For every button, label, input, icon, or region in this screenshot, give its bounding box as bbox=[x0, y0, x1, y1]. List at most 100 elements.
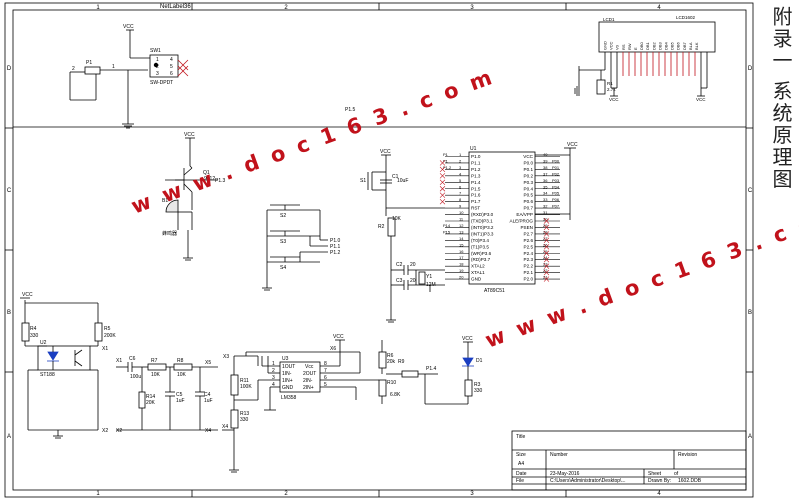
p1-ref: P1 bbox=[86, 60, 92, 66]
r8-value: 10K bbox=[177, 372, 187, 378]
u1-left-pin-num: 7 bbox=[459, 191, 462, 196]
u1-right-pin-label: PSEN bbox=[520, 225, 533, 230]
u1-right-pin-net: P06 bbox=[552, 197, 560, 202]
vcc-label-u1: VCC bbox=[567, 142, 578, 148]
u1-right-pin-label: P0.3 bbox=[524, 180, 534, 185]
col-label-4: 4 bbox=[657, 5, 661, 11]
buzzer-driver-block bbox=[165, 137, 218, 261]
u2-ref: U2 bbox=[40, 340, 47, 346]
net-x4-label-b: X4 bbox=[222, 424, 228, 430]
row-label-a: A bbox=[7, 434, 11, 440]
r3-value: 330 bbox=[474, 388, 483, 394]
u1-left-pin-label: P1.7 bbox=[471, 199, 481, 204]
u1-left-pin-net: P1 bbox=[443, 158, 449, 163]
u1-left-noconnect bbox=[439, 198, 446, 205]
s2-ref: S2 bbox=[280, 213, 286, 219]
u1-left-pin-label: (INT1)P3.3 bbox=[471, 231, 494, 236]
r1-value: 2.7k bbox=[607, 87, 616, 92]
sheet-border bbox=[4, 2, 754, 498]
u1-left-pin-num: 17 bbox=[459, 255, 464, 260]
u3-ref: U3 bbox=[282, 356, 289, 362]
u1-right-pin-label: P2.5 bbox=[524, 244, 534, 249]
sw1-pin-1: 1 bbox=[156, 57, 159, 63]
u1-right-pin-num: 33 bbox=[543, 197, 548, 202]
u1-left-pin-net: P15 bbox=[443, 229, 451, 234]
u1-left-noconnect bbox=[439, 173, 446, 179]
u1-ref: U1 bbox=[470, 146, 477, 152]
u1-left-pin-label: (INT0)P3.2 bbox=[471, 225, 494, 230]
r9-ref: R9 bbox=[398, 359, 405, 365]
u1-left-pin-num: 3 bbox=[459, 165, 462, 170]
u1-right-pin-label: VCC bbox=[523, 154, 533, 159]
r11-ref: R11 bbox=[240, 378, 249, 384]
r14-ref: R14 bbox=[146, 394, 155, 400]
sheet-of: of bbox=[674, 471, 679, 477]
lcd-pin-label: DB6 bbox=[676, 41, 681, 50]
net-p13-label: P1.3 bbox=[215, 178, 226, 184]
net-p15-label: P1.5 bbox=[345, 107, 356, 113]
lcd-pin-label: DB7 bbox=[682, 41, 687, 50]
lcd-pin-label: DB3 bbox=[657, 41, 662, 50]
u1-right-pin-num: 29 bbox=[543, 223, 548, 228]
u1-left-pin-label: XTAL2 bbox=[471, 264, 485, 269]
lcd-pin-label: DB0 bbox=[639, 41, 644, 50]
u1-right-pin-num: 30 bbox=[543, 217, 548, 222]
file-label: File bbox=[516, 478, 524, 484]
u1-right-pin-label: P2.1 bbox=[524, 270, 534, 275]
r8-ref: R8 bbox=[177, 358, 184, 364]
lcd-pin-label: DB4 bbox=[664, 41, 669, 50]
r13-value: 330 bbox=[240, 417, 249, 423]
col-label-4-bottom: 4 bbox=[657, 491, 661, 497]
row-label-c: C bbox=[7, 188, 12, 194]
row-label-b-right: B bbox=[748, 310, 752, 316]
u1-right-pin-net: P00 bbox=[552, 158, 560, 163]
sw1-pin-4: 4 bbox=[170, 57, 173, 63]
u1-left-pin-num: 9 bbox=[459, 204, 462, 209]
u3-num-r2: 7 bbox=[324, 368, 327, 374]
u1-right-pin-label: P2.0 bbox=[524, 277, 534, 282]
c2-value: 20 bbox=[410, 262, 416, 268]
u1-right-pin-num: 36 bbox=[543, 178, 548, 183]
d1-ref: D1 bbox=[476, 358, 483, 364]
vcc-label-u2: VCC bbox=[22, 292, 33, 298]
u1-left-noconnect bbox=[439, 186, 446, 192]
u1-right-noconnect bbox=[543, 276, 550, 282]
u1-left-pin-label: XTAL1 bbox=[471, 270, 485, 275]
side-title: 附录一 系统原理图 bbox=[769, 6, 793, 191]
p1-pin2: 2 bbox=[72, 66, 75, 72]
c4-ref: C4 bbox=[204, 392, 211, 398]
key-net-k1: P1.1 bbox=[330, 244, 341, 250]
s3-ref: S3 bbox=[280, 239, 286, 245]
sheet-label: Sheet bbox=[648, 471, 662, 477]
u1-left-pin-num: 18 bbox=[459, 262, 464, 267]
col-label-1: 1 bbox=[96, 5, 100, 11]
lcd-pin-label: V0 bbox=[615, 44, 620, 50]
sw1-pin-5: 5 bbox=[170, 64, 173, 70]
c4-value: 1uF bbox=[204, 398, 213, 404]
u1-right-pin-label: P0.4 bbox=[524, 186, 534, 191]
r5-ref: R5 bbox=[104, 326, 111, 332]
lcd-name: LCD1602 bbox=[676, 15, 696, 20]
u1-right-pin-num: 27 bbox=[543, 236, 548, 241]
lcd1602-block bbox=[574, 21, 716, 97]
u1-left-pin-num: 19 bbox=[459, 268, 464, 273]
c5-ref: C5 bbox=[176, 392, 183, 398]
u1-name: AT89C51 bbox=[484, 288, 505, 294]
reset-crystal-block bbox=[367, 154, 445, 323]
key-net-k0: P1.0 bbox=[330, 238, 341, 244]
u1-right-pin-label: P2.4 bbox=[524, 251, 534, 256]
u1-left-noconnect bbox=[439, 192, 446, 198]
sheet-netlabel: NetLabel36 bbox=[160, 4, 191, 10]
date-value: 23-May-2016 bbox=[550, 471, 580, 477]
u1-left-pin-num: 10 bbox=[459, 210, 464, 215]
c1-value: 10uF bbox=[397, 178, 408, 184]
q1-ref: Q1 bbox=[203, 170, 210, 176]
u3-pin-r4: 2IN+ bbox=[303, 385, 314, 391]
u1-left-pin-num: 1 bbox=[459, 152, 462, 157]
u1-left-pin-num: 12 bbox=[459, 223, 464, 228]
col-label-2-bottom: 2 bbox=[284, 491, 288, 497]
u1-right-pin-label: P2.3 bbox=[524, 257, 534, 262]
u1-left-pin-label: GND bbox=[471, 277, 482, 282]
u1-right-pin-num: 26 bbox=[543, 242, 548, 247]
drawn-label: Drawn By: bbox=[648, 478, 671, 484]
